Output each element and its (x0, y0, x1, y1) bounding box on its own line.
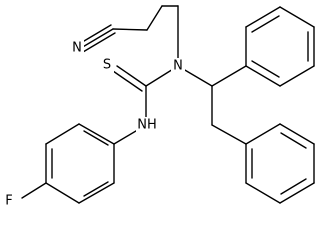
fluorine-label: F (3, 193, 16, 209)
thione-double-bond (112, 65, 147, 92)
amine-nitrogen-label: N (171, 58, 185, 74)
atom-labels: N N S NH F (3, 40, 185, 209)
svg-text:F: F (5, 194, 12, 209)
nitrile-triple-bond (78, 24, 116, 53)
sulfur-label: S (100, 57, 114, 73)
svg-text:N: N (72, 41, 82, 56)
structure-diagram: N N S NH F (3, 5, 315, 209)
nh-label: NH (136, 117, 158, 133)
fluorophenyl-ring (45, 123, 115, 204)
upper-phenyl-ring (245, 6, 315, 87)
lower-phenyl-ring (245, 123, 315, 204)
bond-c1-c2 (112, 28, 148, 31)
bonds (21, 5, 315, 204)
bond-c2-c3 (146, 5, 163, 31)
nitrile-nitrogen-label: N (70, 40, 84, 56)
svg-text:NH: NH (137, 118, 157, 133)
bond-ch2-ph2 (211, 124, 247, 145)
bond-ch-ph1 (211, 65, 247, 87)
bond-ring-f (21, 182, 47, 199)
svg-text:S: S (103, 58, 111, 73)
svg-text:N: N (173, 59, 183, 74)
